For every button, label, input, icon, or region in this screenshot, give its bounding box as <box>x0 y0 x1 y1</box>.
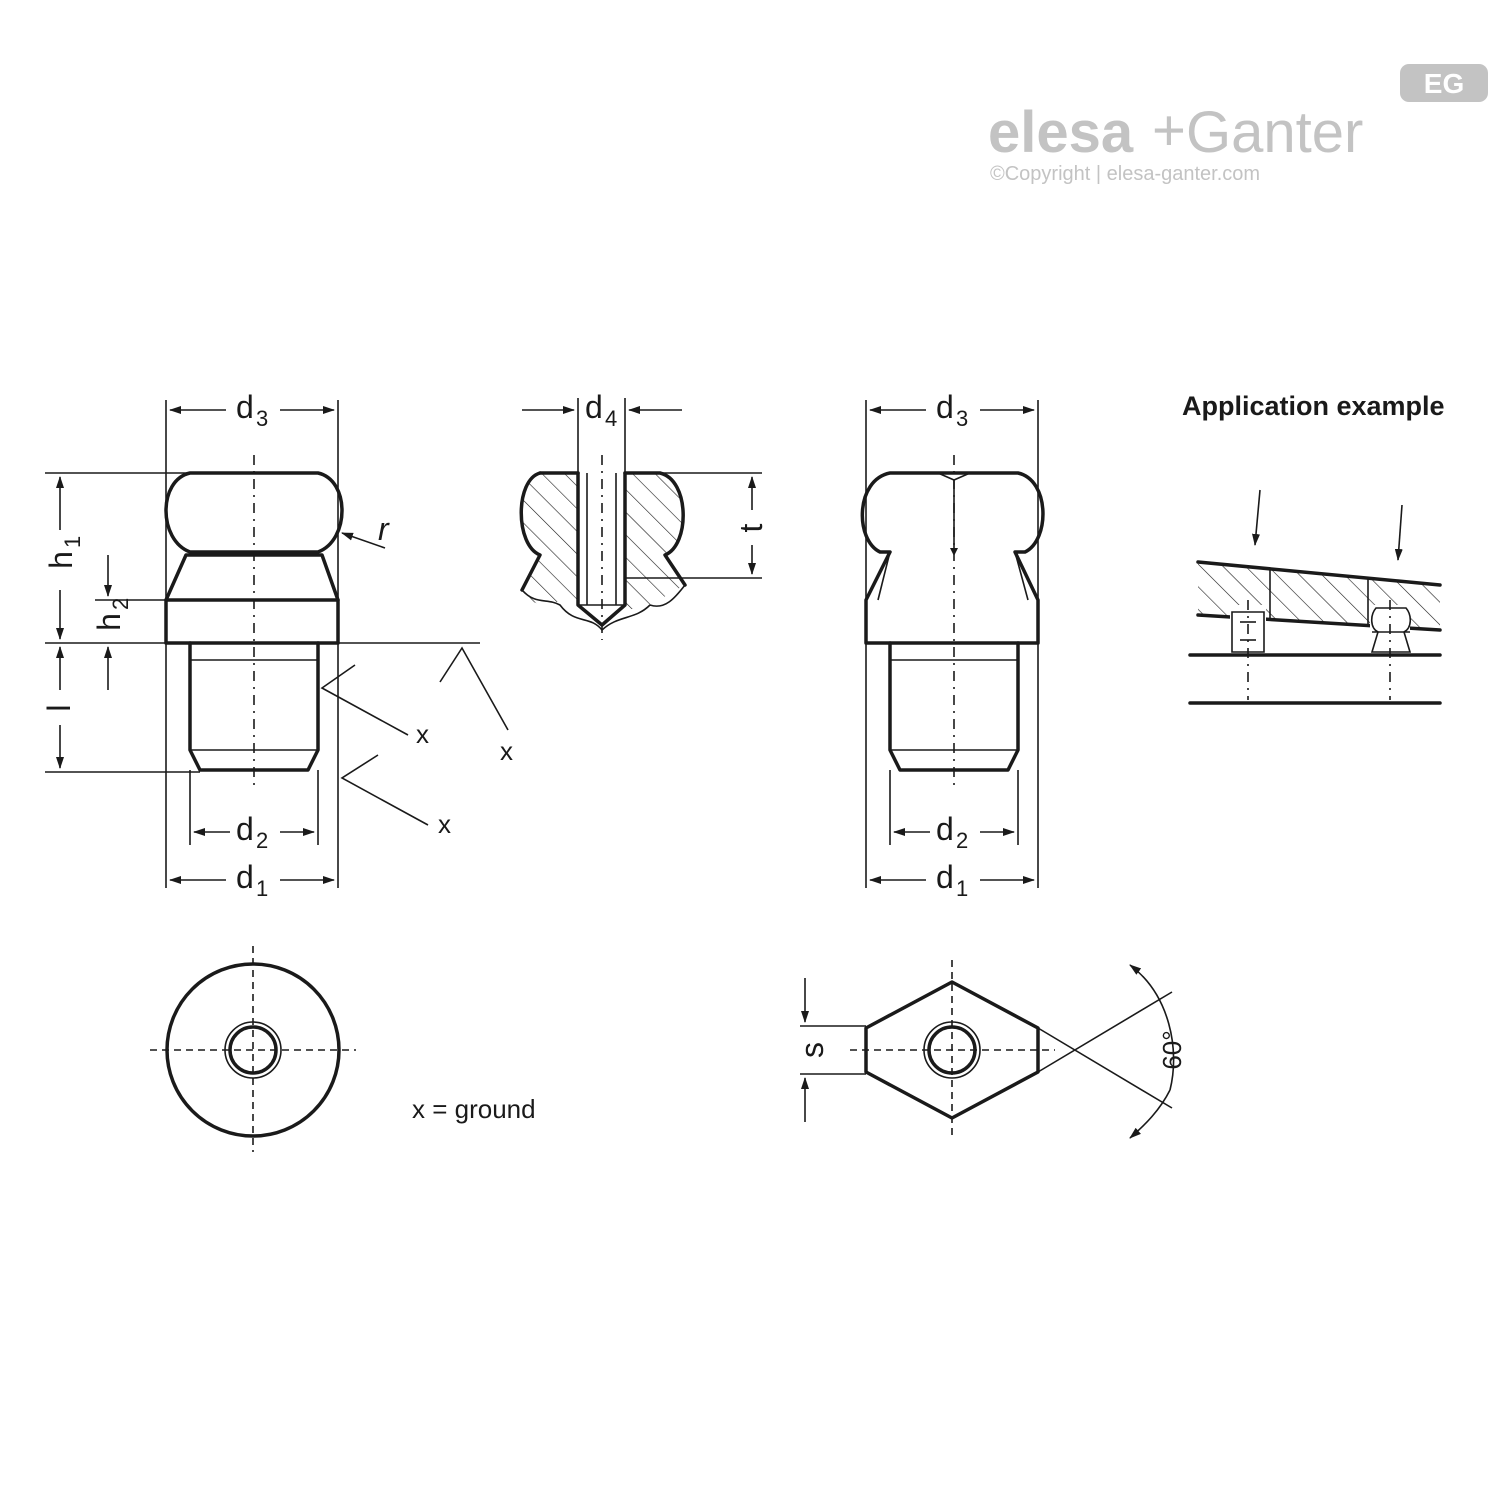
svg-text:2: 2 <box>108 598 133 610</box>
logo-copyright: ©Copyright | elesa-ganter.com <box>990 163 1260 185</box>
logo-badge: EG <box>1400 64 1488 102</box>
dim-d2-left: d 2 <box>236 811 268 853</box>
logo-brand-ganter: Ganter <box>1186 100 1363 165</box>
svg-text:h: h <box>43 551 79 569</box>
section-view: d 4 t <box>519 389 769 640</box>
dim-d1-right: d 1 <box>936 859 968 901</box>
dim-s: s <box>794 1042 830 1058</box>
dim-l: l <box>41 704 77 711</box>
svg-text:4: 4 <box>605 406 617 431</box>
svg-text:2: 2 <box>956 828 968 853</box>
svg-text:h: h <box>91 613 127 631</box>
round-stud-top-view: x = ground <box>150 946 536 1152</box>
svg-text:d: d <box>585 389 603 425</box>
application-title: Application example <box>1182 391 1445 421</box>
ground-mark-x-2: x <box>438 809 451 839</box>
ground-mark-x-1: x <box>416 719 429 749</box>
dim-h1: h 1 <box>43 536 85 569</box>
dim-d3-right: d 3 <box>936 389 968 431</box>
svg-text:d: d <box>236 859 254 895</box>
application-example: Application example <box>1182 391 1445 705</box>
ground-note: x = ground <box>412 1094 536 1124</box>
svg-text:d: d <box>936 811 954 847</box>
svg-text:1: 1 <box>956 876 968 901</box>
dim-d2-right: d 2 <box>936 811 968 853</box>
svg-text:3: 3 <box>956 406 968 431</box>
dim-t: t <box>733 523 769 532</box>
logo-brand-elesa: elesa <box>988 100 1134 165</box>
svg-text:3: 3 <box>256 406 268 431</box>
round-stud-side-view: d 3 d 2 d 1 h 1 h 2 <box>41 389 513 901</box>
diamond-stud-top-view: s 60° <box>794 960 1187 1140</box>
dim-r: r <box>378 511 390 547</box>
logo-badge-text: EG <box>1424 68 1464 99</box>
svg-text:d: d <box>236 389 254 425</box>
dim-d1-left: d 1 <box>236 859 268 901</box>
svg-text:1: 1 <box>256 876 268 901</box>
svg-text:2: 2 <box>256 828 268 853</box>
dim-d3-left: d 3 <box>236 389 268 431</box>
svg-text:d: d <box>936 859 954 895</box>
dim-angle-60: 60° <box>1157 1030 1187 1069</box>
brand-logo: EG elesa + Ganter ©Copyright | elesa-gan… <box>988 64 1488 185</box>
svg-text:d: d <box>236 811 254 847</box>
dim-h2: h 2 <box>91 598 133 631</box>
svg-text:d: d <box>936 389 954 425</box>
logo-brand-plus: + <box>1152 98 1186 163</box>
dim-d4: d 4 <box>585 389 617 431</box>
diamond-stud-side-view: d 3 d 2 d 1 <box>860 389 1045 901</box>
ground-mark-x-3: x <box>500 736 513 766</box>
svg-text:1: 1 <box>60 536 85 548</box>
